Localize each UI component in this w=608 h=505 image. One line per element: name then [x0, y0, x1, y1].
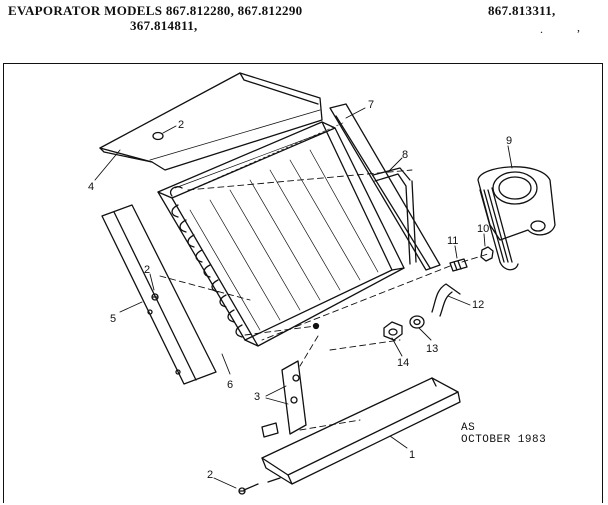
stray-mark-comma: ,	[577, 20, 580, 34]
screw-icon	[151, 293, 159, 301]
part-label-12: 12	[472, 299, 484, 311]
part-label-11: 11	[447, 235, 458, 247]
header-models-line1: EVAPORATOR MODELS 867.812280, 867.812290	[8, 3, 303, 18]
screw-icon	[238, 483, 259, 495]
assembly-guide-lines	[159, 169, 489, 431]
part-label-2-bottom: 2	[207, 469, 213, 481]
part-label-6: 4	[88, 181, 94, 193]
stray-mark-dot: .	[540, 22, 543, 36]
elbow-tube-icon	[431, 283, 461, 317]
part-label-9: 9	[506, 135, 512, 147]
document-date: OCTOBER 1983	[461, 434, 547, 446]
document-code: AS	[461, 422, 476, 434]
part-label-7: 7	[368, 99, 374, 111]
top-cover-icon	[99, 72, 323, 171]
part-label-10: 10	[477, 223, 489, 235]
spacer-tag-icon	[261, 422, 279, 438]
part-label-4: 6	[227, 379, 233, 391]
fitting-icon	[449, 258, 468, 272]
washer-icon	[409, 315, 425, 329]
part-label-8: 8	[402, 149, 408, 161]
flare-nut-icon	[383, 321, 403, 341]
part-labels: 4 2 7 8 9 10 11 12 13 14 2 5 6 3 1 2	[88, 99, 512, 481]
part-label-5: 5	[110, 313, 116, 325]
part-label-1: 1	[409, 449, 415, 461]
drain-pan-icon	[261, 377, 461, 485]
side-panel-icon	[101, 204, 217, 385]
part-label-13: 13	[426, 343, 438, 355]
side-channel-icon	[329, 103, 441, 271]
capillary-coil-icon	[477, 166, 556, 271]
nut-icon	[480, 246, 494, 262]
bracket-icon	[281, 360, 307, 435]
part-label-2-left: 2	[144, 264, 150, 276]
diagram-frame	[3, 63, 603, 503]
evaporator-coil-body	[157, 121, 405, 347]
header-models-line2: 367.814811,	[130, 18, 198, 33]
header-models-right: 867.813311,	[488, 3, 556, 18]
part-label-2-top: 2	[178, 119, 184, 131]
part-label-3: 3	[254, 391, 260, 403]
leader-lines	[94, 107, 513, 489]
part-label-14: 14	[397, 357, 409, 369]
